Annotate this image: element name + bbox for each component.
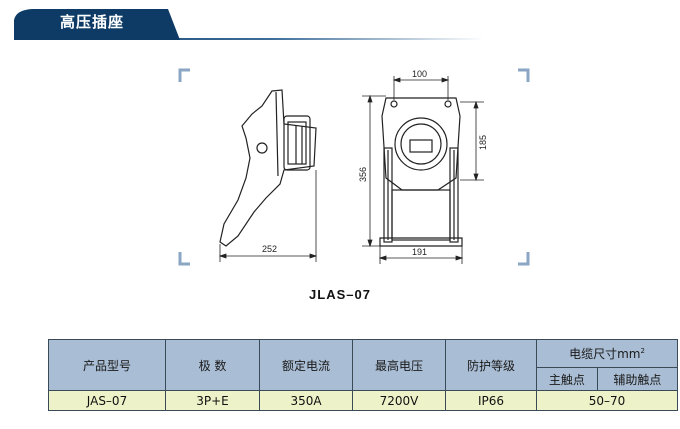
dimension-height-total [362,94,386,248]
frame-corners [178,68,530,266]
header-max-voltage: 最高电压 [352,339,446,391]
header-main-contact: 主触点 [536,367,598,391]
socket-drawing: 252 100 356 [178,68,530,266]
header-product-model: 产品型号 [48,339,166,391]
dimension-left-width [218,170,318,262]
spec-table: 产品型号 极 数 额定电流 最高电压 防护等级 电缆尺寸mm2 主触点 辅助触点… [48,339,679,411]
side-view [219,89,317,247]
section-header-banner: 高压插座 [0,0,680,60]
header-rated-current: 额定电流 [259,339,353,391]
front-view [379,97,463,247]
cable-size-sup: 2 [640,347,645,355]
header-poles: 极 数 [165,339,260,391]
table-row: JAS–07 3P+E 350A 7200V IP66 50–70 [48,390,678,411]
model-caption: JLAS–07 [309,287,371,302]
cell-cable: 50–70 [536,390,678,411]
header-banner-graphic [14,9,484,40]
dimension-top-width [392,76,450,100]
header-aux-contact: 辅助触点 [596,367,679,391]
dim-upper-label: 185 [478,135,488,150]
dim-left-label: 252 [262,244,277,254]
dim-bottom-label: 191 [412,247,427,257]
header-protection: 防护等级 [445,339,537,391]
cell-poles: 3P+E [165,390,260,411]
dim-top-label: 100 [412,69,427,79]
cable-size-label: 电缆尺寸mm [569,347,641,361]
cell-protection: IP66 [445,390,537,411]
page-title: 高压插座 [60,13,125,31]
header-cable-size: 电缆尺寸mm2 [536,339,678,368]
technical-drawing: 252 100 356 [176,66,532,274]
dimension-bottom-width [378,246,464,264]
cell-voltage: 7200V [352,390,446,411]
dimension-height-upper [460,100,484,182]
cell-model: JAS–07 [48,390,166,411]
cell-current: 350A [259,390,353,411]
dim-height-label: 356 [358,167,368,182]
